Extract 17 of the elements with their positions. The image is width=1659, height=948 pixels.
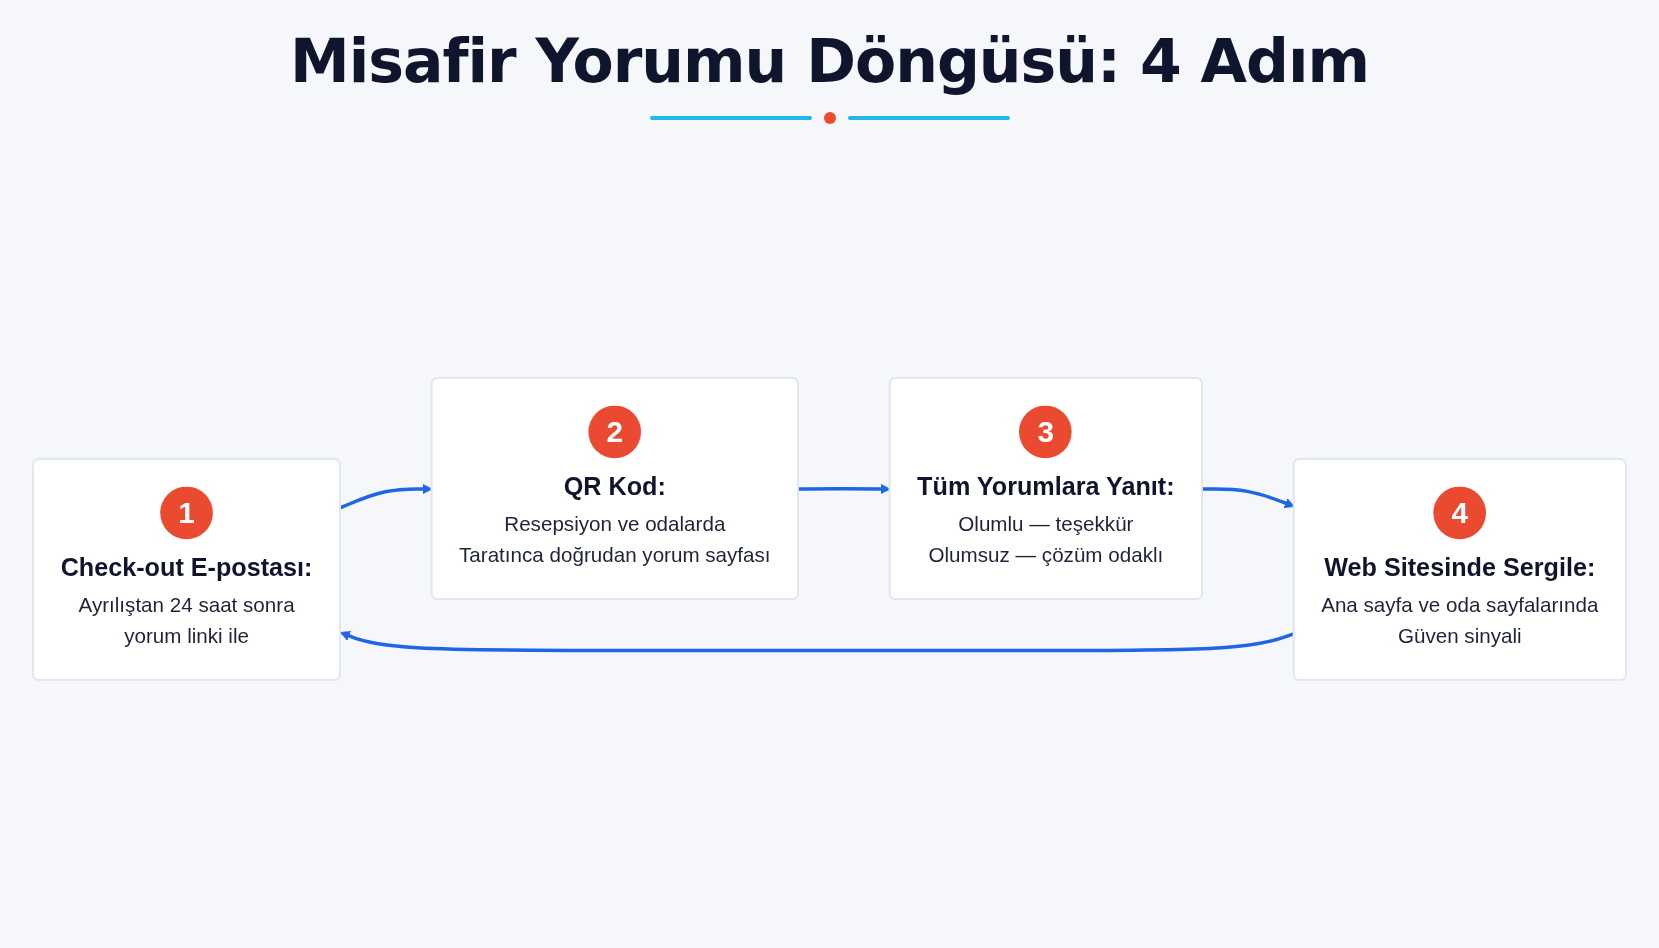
card-heading: QR Kod: <box>563 470 666 503</box>
card-text: Taratınca doğrudan yorum sayfası <box>459 544 771 567</box>
title: Misafir Yorumu Döngüsü: 4 Adım <box>289 26 1369 96</box>
step-card <box>32 458 341 681</box>
step-card <box>1292 458 1627 681</box>
card-text: yorum linki ile <box>124 625 249 648</box>
card-text: Resepsiyon ve odalarda <box>504 513 726 536</box>
card-text: Ana sayfa ve oda sayfalarında <box>1321 594 1599 617</box>
card-text: Ayrılıştan 24 saat sonra <box>78 594 295 617</box>
card-text: Olumlu — teşekkür <box>958 513 1134 536</box>
step-card <box>430 377 799 600</box>
card-text: Olumsuz — çözüm odaklı <box>928 544 1164 567</box>
card-heading: Web Sitesinde Sergile: <box>1324 551 1596 584</box>
step-card <box>888 377 1203 600</box>
card-heading: Tüm Yorumlara Yanıt: <box>917 470 1175 503</box>
card-text: Güven sinyali <box>1397 625 1522 648</box>
card-heading: Check-out E-postası: <box>60 551 313 584</box>
